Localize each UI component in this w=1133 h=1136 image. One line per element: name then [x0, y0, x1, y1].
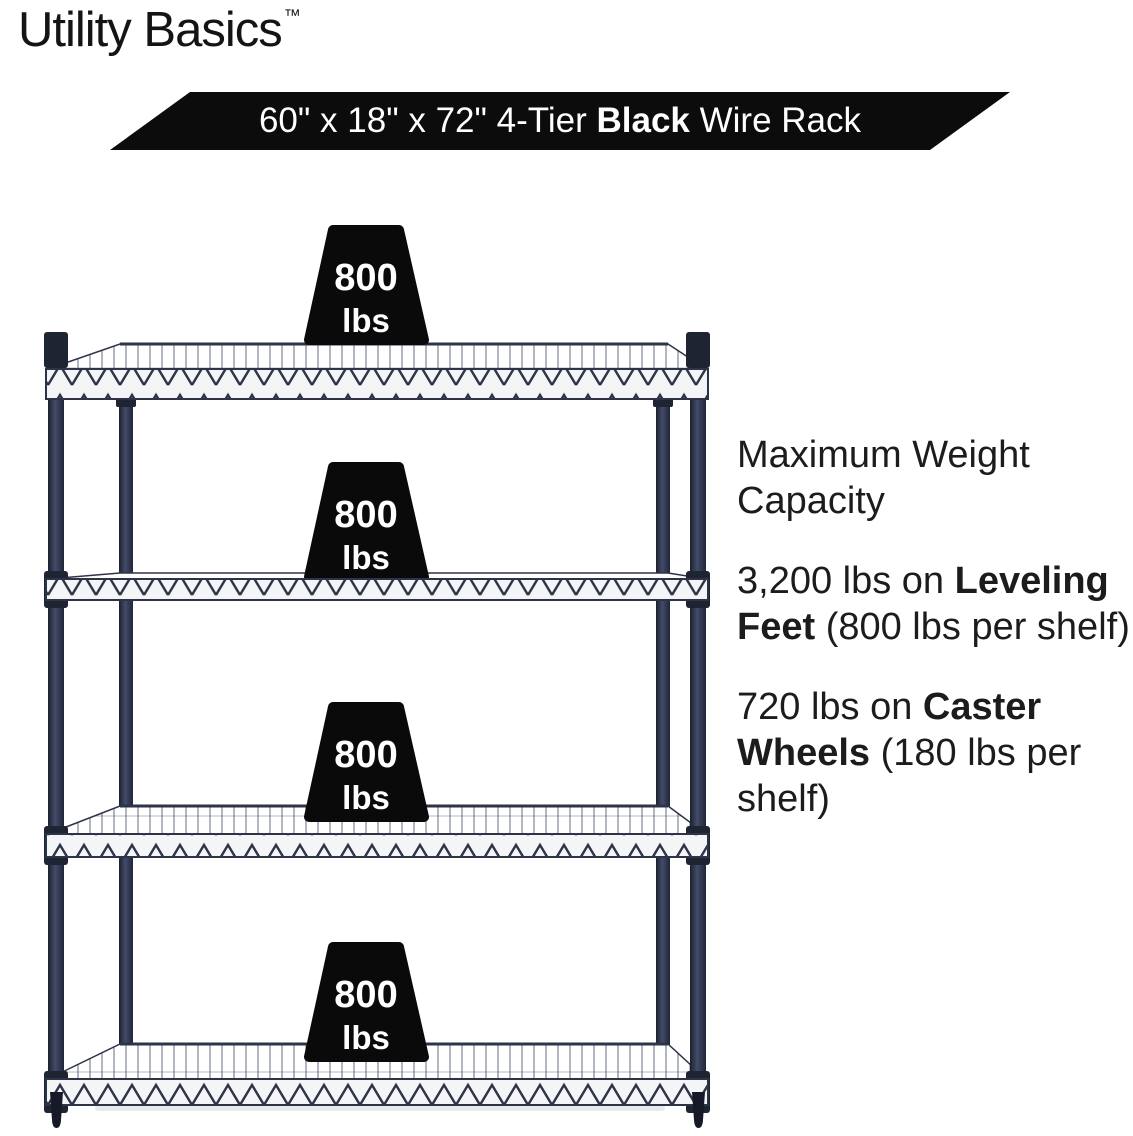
shelf-1-front-band	[45, 368, 709, 400]
capacity-badge-1: 800 lbs	[304, 225, 429, 345]
post-front-right	[690, 336, 706, 1092]
capacity-item-caster-wheels: 720 lbs on Caster Wheels (180 lbs per sh…	[737, 684, 1133, 822]
capacity-heading: Maximum Weight Capacity	[737, 434, 1030, 522]
badge-3-value: 800	[334, 734, 397, 776]
leveling-feet-bold: Leveling Feet	[737, 560, 1109, 648]
capacity-badge-3: 800 lbs	[304, 702, 429, 822]
caster-wheels-prefix: 720 lbs on	[737, 686, 923, 728]
caster-wheels-bold: Caster Wheels	[737, 686, 1042, 774]
post-front-left	[48, 336, 64, 1092]
leveling-feet-suffix: (800 lbs per shelf)	[815, 606, 1130, 648]
shelf-2-front-band	[45, 578, 709, 601]
capacity-info: Maximum Weight Capacity 3,200 lbs on Lev…	[737, 432, 1133, 856]
shelf-4-front-band	[45, 1078, 709, 1106]
trademark-symbol: ™	[283, 6, 301, 25]
collar-top-right	[686, 332, 710, 368]
badge-2-unit: lbs	[342, 539, 390, 576]
title-banner: 60" x 18" x 72" 4-Tier Black Wire Rack	[110, 92, 1010, 150]
shelf-1-surface	[47, 343, 709, 370]
capacity-badge-2: 800 lbs	[304, 462, 429, 582]
capacity-item-leveling-feet: 3,200 lbs on Leveling Feet (800 lbs per …	[737, 558, 1133, 650]
leveling-foot-right	[692, 1092, 705, 1128]
badge-3-unit: lbs	[342, 779, 390, 816]
shelf-3-front-band	[45, 833, 709, 858]
brand-name: Utility Basics	[18, 3, 283, 57]
badge-1-unit: lbs	[342, 302, 390, 339]
capacity-badge-4: 800 lbs	[304, 942, 429, 1062]
post-back-right	[656, 383, 670, 1048]
post-back-left	[119, 383, 133, 1048]
badge-1-value: 800	[334, 257, 397, 299]
badge-4-value: 800	[334, 974, 397, 1016]
leveling-foot-left	[50, 1092, 63, 1128]
banner-text-bold: Black	[596, 101, 690, 140]
badge-2-value: 800	[334, 494, 397, 536]
leveling-feet-prefix: 3,200 lbs on	[737, 560, 955, 602]
banner-text-prefix: 60" x 18" x 72" 4-Tier	[258, 101, 597, 140]
caster-wheels-suffix: (180 lbs per shelf)	[737, 732, 1082, 820]
banner-text-suffix: Wire Rack	[689, 101, 862, 140]
collar-top-left	[44, 332, 68, 368]
badge-4-unit: lbs	[342, 1019, 390, 1056]
